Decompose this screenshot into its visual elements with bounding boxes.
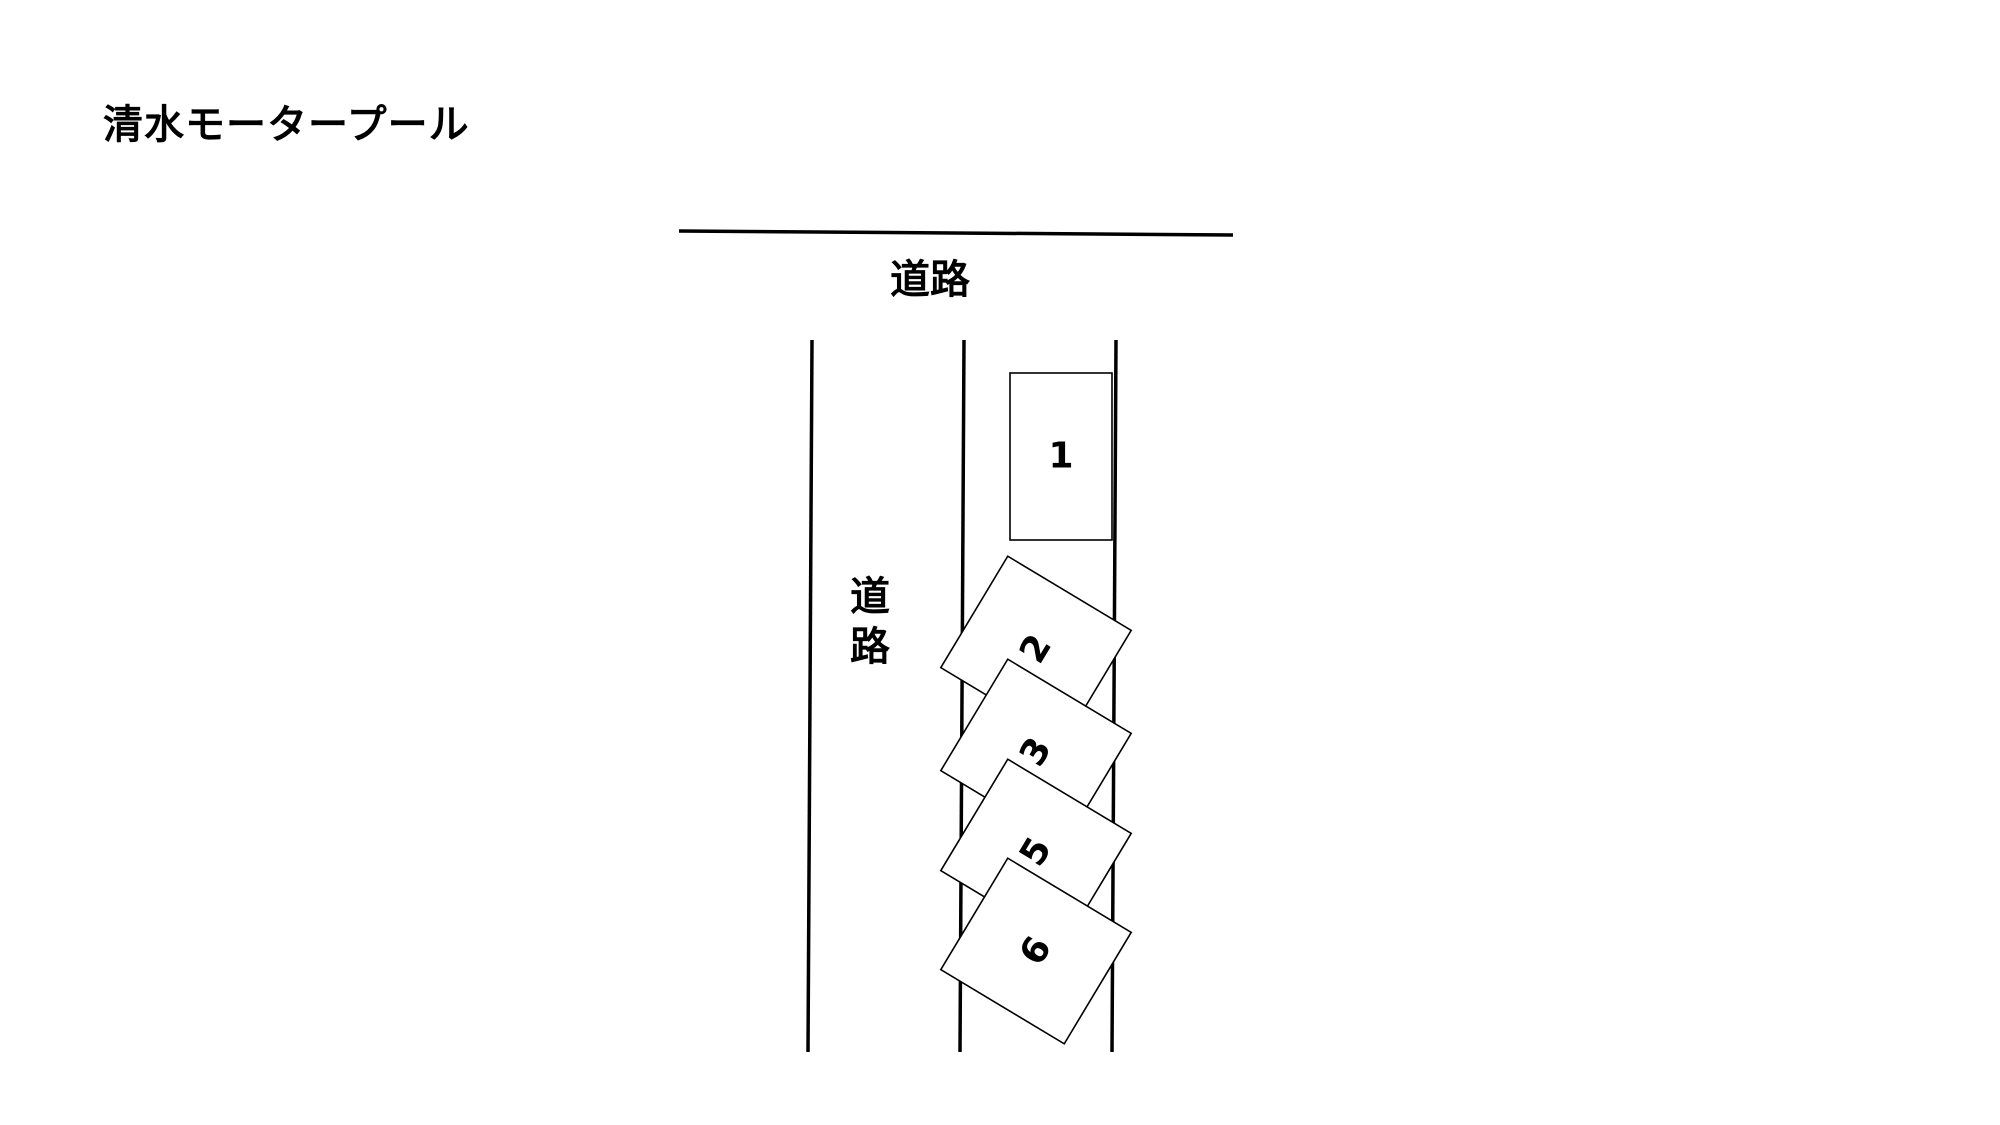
page-title: 清水モータープール <box>103 102 470 148</box>
parking-space-6: 6 <box>939 857 1133 1045</box>
road-label-side-2: 路 <box>850 624 891 670</box>
road-label-side-1: 道 <box>850 574 890 620</box>
road-edge-left <box>806 339 814 1053</box>
road-label-top: 道路 <box>890 257 971 303</box>
space-number-1: 1 <box>1048 436 1073 477</box>
parking-space-1: 1 <box>1009 372 1113 541</box>
road-edge-middle <box>958 339 966 1053</box>
road-edge-top <box>678 229 1234 237</box>
